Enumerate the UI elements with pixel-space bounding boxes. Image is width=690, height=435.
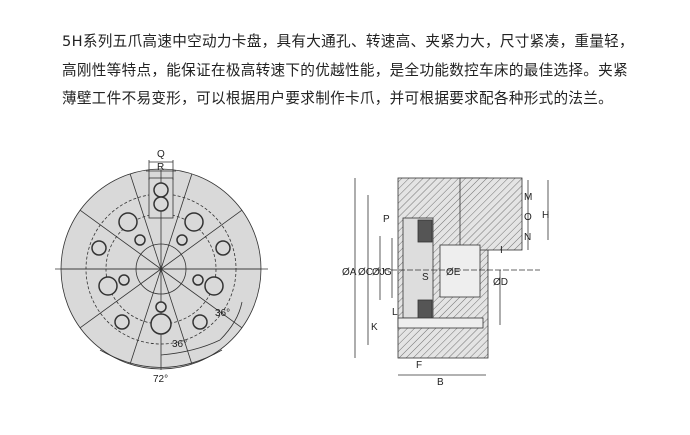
label-c: ØC bbox=[358, 267, 373, 278]
label-b: B bbox=[437, 377, 444, 388]
label-n: N bbox=[524, 232, 531, 243]
label-angle-36-bottom: 36° bbox=[172, 339, 187, 350]
label-l: L bbox=[392, 307, 398, 318]
label-angle-72: 72° bbox=[153, 374, 168, 385]
spoke-line bbox=[160, 173, 193, 270]
label-angle-36-right: 36° bbox=[215, 308, 230, 319]
label-e: ØE bbox=[446, 267, 461, 278]
label-j: ØJ bbox=[372, 267, 385, 278]
label-d: ØD bbox=[493, 277, 508, 288]
label-o: O bbox=[524, 212, 532, 223]
label-a: ØA bbox=[342, 267, 357, 278]
label-f: F bbox=[416, 360, 422, 371]
spoke-line bbox=[129, 173, 162, 270]
label-q: Q bbox=[157, 149, 165, 160]
spoke-line bbox=[129, 268, 162, 365]
side-view-labels: ØA ØC ØJ G P S ØE ØD L K F B M O N H I bbox=[342, 192, 549, 388]
product-description: 5H系列五爪高速中空动力卡盘，具有大通孔、转速高、夹紧力大，尺寸紧凑，重量轻，高… bbox=[62, 33, 634, 107]
label-h: H bbox=[542, 210, 549, 221]
label-i: I bbox=[500, 245, 503, 256]
label-k: K bbox=[371, 322, 378, 333]
side-view-drawing bbox=[354, 177, 549, 376]
spoke-line bbox=[160, 209, 243, 270]
label-r: R bbox=[157, 162, 164, 173]
spoke-line bbox=[160, 268, 193, 365]
label-g: G bbox=[384, 267, 392, 278]
front-view-drawing bbox=[55, 160, 268, 370]
spoke-line bbox=[79, 268, 162, 329]
spoke-line bbox=[79, 209, 162, 270]
label-s: S bbox=[422, 272, 429, 283]
spoke-line bbox=[160, 268, 243, 329]
label-p: P bbox=[383, 214, 390, 225]
label-m: M bbox=[524, 192, 532, 203]
